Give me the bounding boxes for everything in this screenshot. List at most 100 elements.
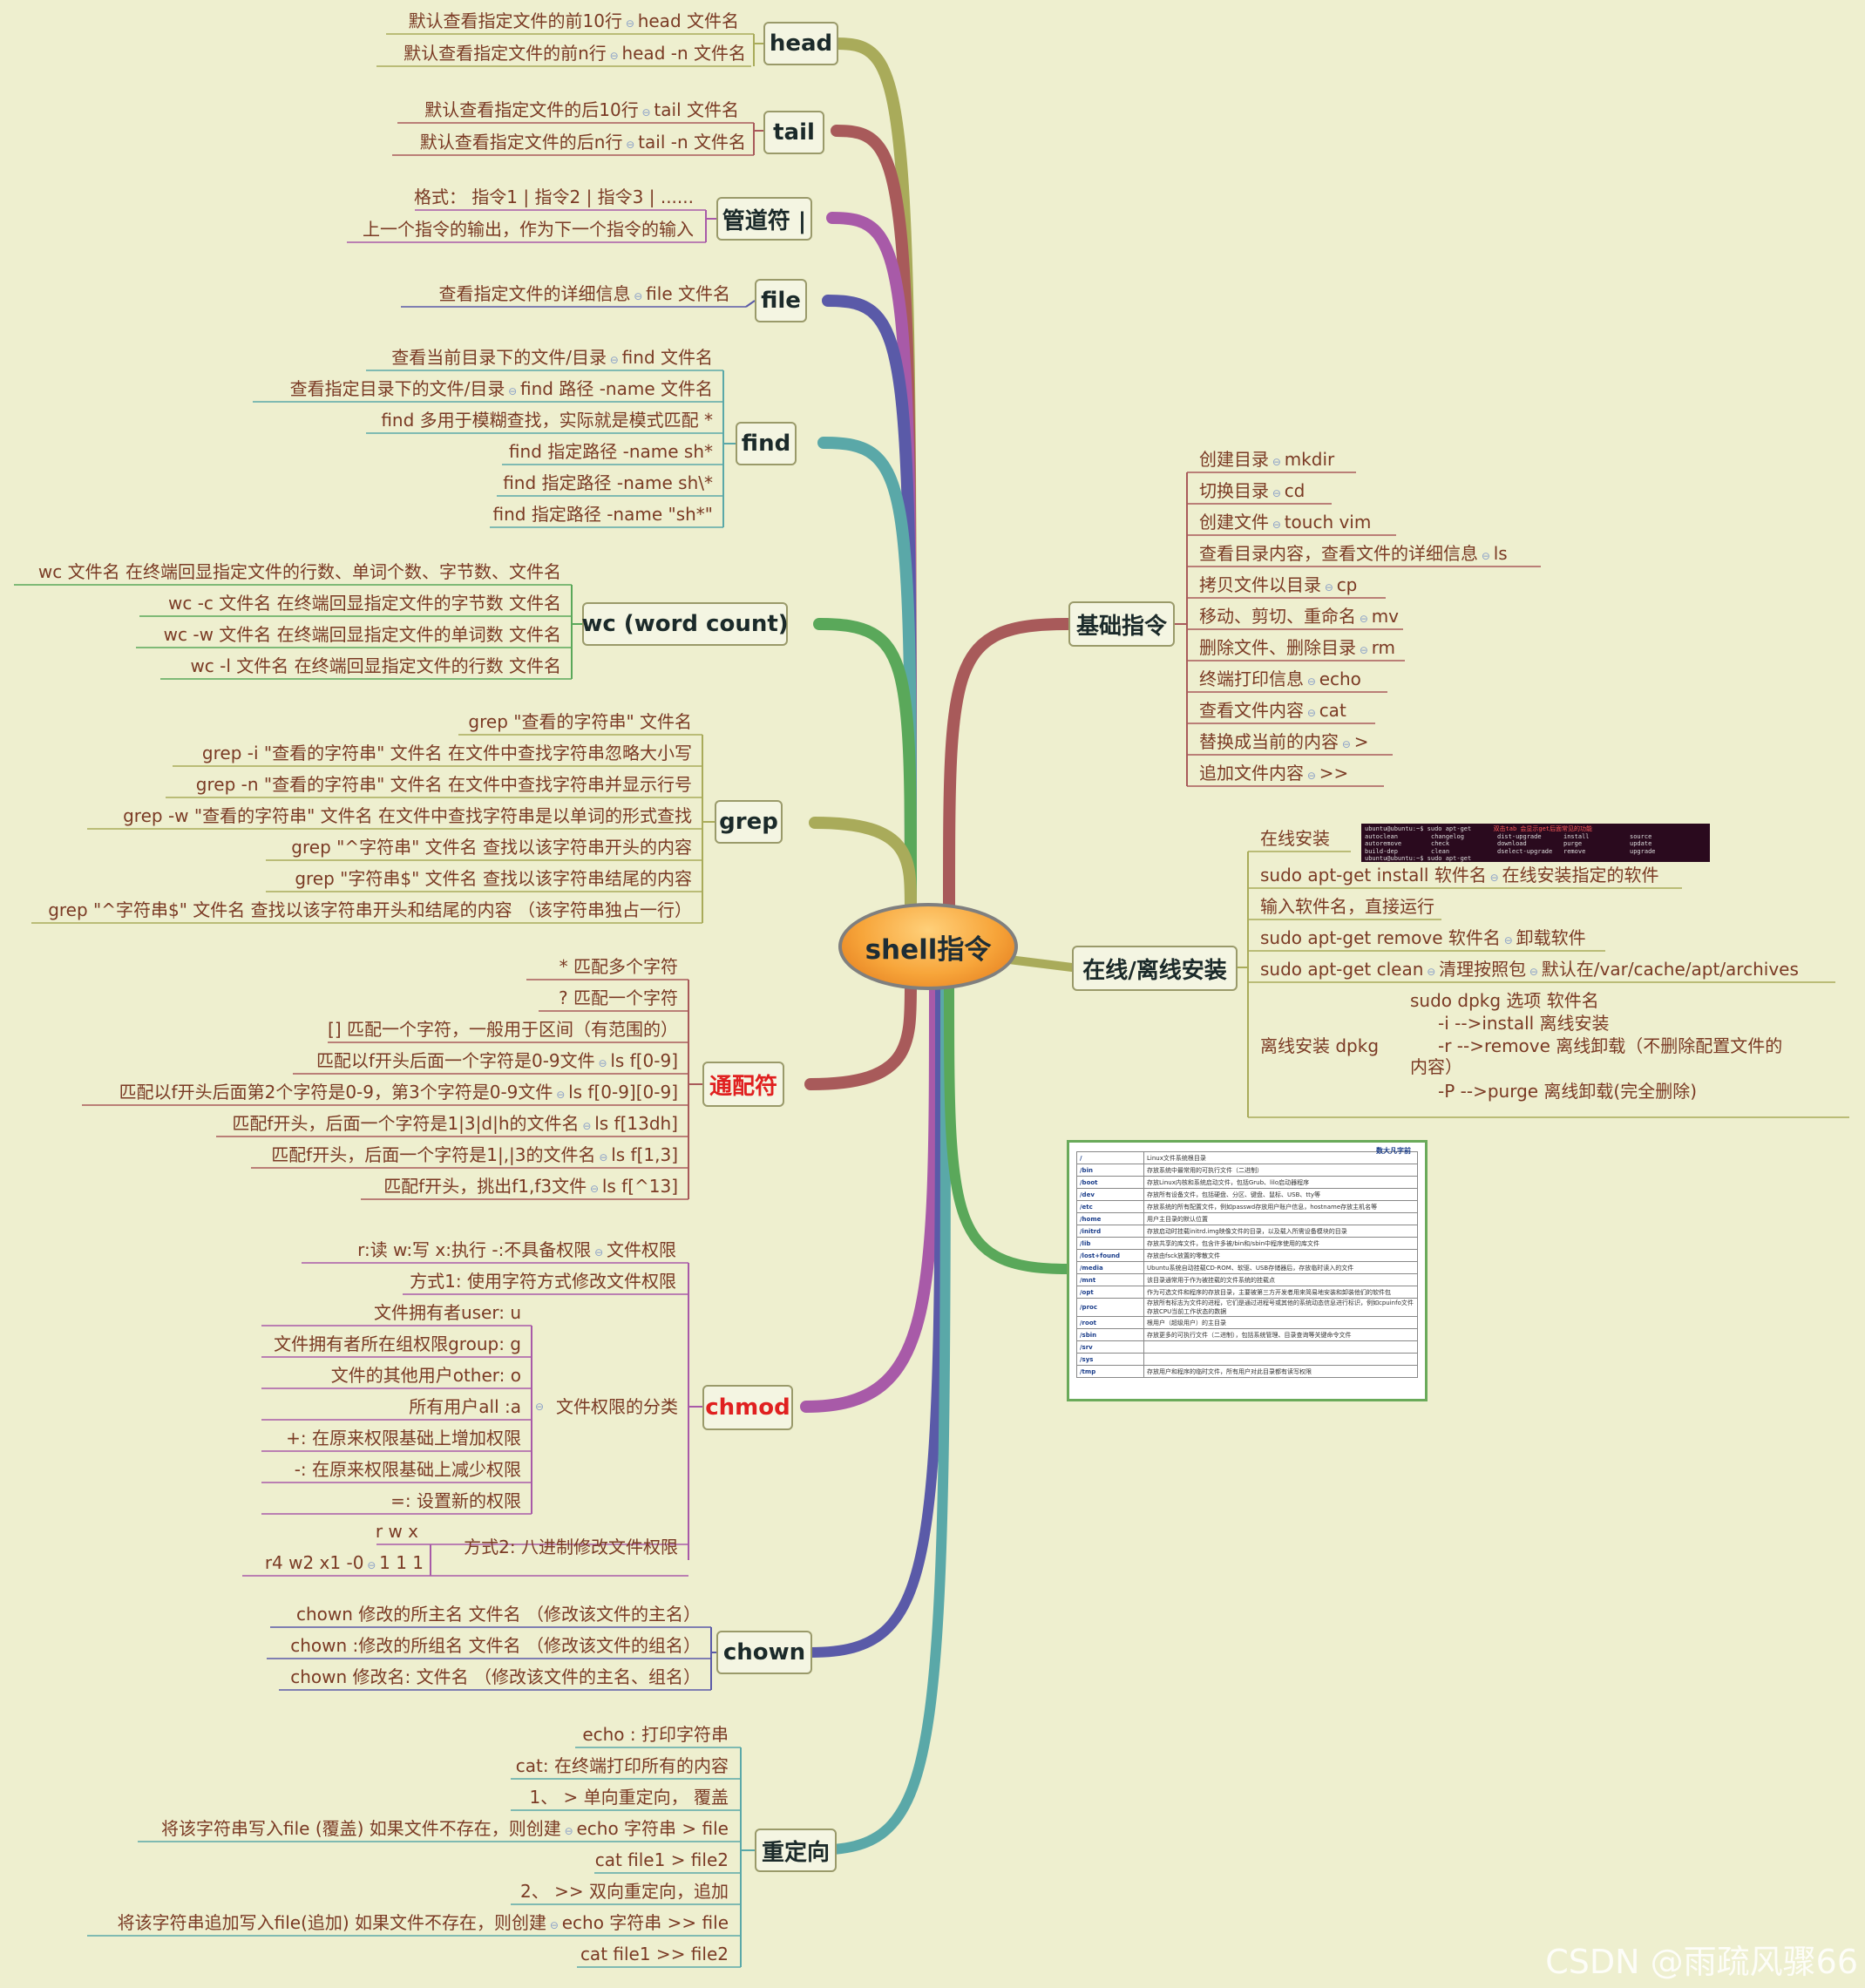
collapse-icon[interactable]: ⊖ bbox=[1526, 966, 1542, 978]
node-tail[interactable]: tail bbox=[763, 111, 824, 154]
basic-item: 创建文件 ⊖ touch vim bbox=[1199, 510, 1371, 537]
collapse-icon[interactable]: ⊖ bbox=[622, 17, 638, 30]
install-item-desc: sudo apt-get remove 软件名 bbox=[1260, 927, 1501, 948]
collapse-icon[interactable]: ⊖ bbox=[587, 1183, 602, 1195]
install-item-desc: 在线安装 bbox=[1260, 828, 1330, 849]
collapse-icon[interactable]: ⊖ bbox=[546, 1919, 562, 1931]
trunk-table bbox=[944, 980, 1073, 1274]
dir-desc-cell: 存放系统的所有配置文件，例如passwd存放用户账户信息，hostname存放主… bbox=[1143, 1200, 1418, 1213]
collapse-icon[interactable]: ⊖ bbox=[595, 1151, 612, 1164]
collapse-icon[interactable]: ⊖ bbox=[579, 1120, 595, 1132]
collapse-icon[interactable]: ⊖ bbox=[553, 1089, 569, 1101]
dir-name-cell: /etc bbox=[1076, 1200, 1144, 1213]
collapse-icon[interactable]: ⊖ bbox=[1269, 519, 1285, 531]
wildcard-item: 匹配以f开头后面一个字符是0-9文件 ⊖ ls f[0-9] bbox=[316, 1048, 678, 1075]
install-offline-line: 内容） bbox=[1410, 1056, 1462, 1077]
basic-item-desc: 查看文件内容 bbox=[1199, 700, 1304, 721]
collapse-icon[interactable]: ⊖ bbox=[1478, 550, 1494, 562]
collapse-icon[interactable]: ⊖ bbox=[1304, 675, 1319, 688]
install-item-desc: 输入软件名，直接运行 bbox=[1260, 896, 1434, 917]
wildcard-item-desc: 匹配f开头，挑出f1,f3文件 bbox=[383, 1176, 587, 1197]
wildcard-item: * 匹配多个字符 bbox=[559, 956, 678, 977]
pipe-item: 格式： 指令1 | 指令2 | 指令3 | ...... bbox=[413, 187, 694, 207]
terminal-cell: download bbox=[1497, 840, 1527, 847]
collapse-icon[interactable]: ⊖ bbox=[1356, 644, 1372, 656]
grep-item: grep -w "查看的字符串" 文件名 在文件中查找字符串是以单词的形式查找 bbox=[123, 805, 692, 826]
basic-item-cmd: rm bbox=[1371, 637, 1396, 658]
collapse-icon[interactable]: ⊖ bbox=[1423, 966, 1440, 978]
collapse-icon[interactable]: ⊖ bbox=[1356, 613, 1372, 625]
collapse-icon[interactable]: ⊖ bbox=[630, 290, 647, 302]
chmod-classify-item: 文件拥有者所在组权限group: g bbox=[274, 1333, 521, 1354]
chmod-perm-desc: r:读 w:写 x:执行 -:不具备权限 bbox=[357, 1239, 592, 1260]
trunk-wc bbox=[813, 618, 917, 913]
trunk-grep bbox=[809, 817, 917, 913]
node-redirect[interactable]: 重定向 bbox=[755, 1829, 837, 1872]
collapse-icon[interactable]: ⊖ bbox=[622, 139, 639, 151]
node-head[interactable]: head bbox=[763, 22, 838, 65]
node-file[interactable]: file bbox=[755, 279, 807, 322]
node-install[interactable]: 在线/离线安装 bbox=[1072, 946, 1238, 991]
collapse-icon[interactable]: ⊖ bbox=[1500, 934, 1516, 947]
collapse-icon[interactable]: ⊖ bbox=[1304, 770, 1319, 782]
head-item-desc: 默认查看指定文件的前n行 bbox=[404, 43, 607, 64]
trunk-chown bbox=[805, 980, 946, 1658]
dir-name-cell: /dev bbox=[1076, 1188, 1144, 1201]
table-row: /Linux文件系统根目录 bbox=[1076, 1151, 1418, 1164]
node-grep[interactable]: grep bbox=[715, 800, 783, 844]
install-item-cmd: 在线安装指定的软件 bbox=[1502, 865, 1659, 885]
wc-item: wc -c 文件名 在终端回显指定文件的字节数 文件名 bbox=[168, 593, 561, 614]
collapse-icon[interactable]: ⊖ bbox=[1269, 456, 1285, 468]
collapse-icon[interactable]: ⊖ bbox=[1269, 487, 1285, 499]
node-chown[interactable]: chown bbox=[716, 1631, 812, 1674]
collapse-icon[interactable]: ⊖ bbox=[560, 1825, 577, 1837]
collapse-icon[interactable]: ⊖ bbox=[1321, 581, 1337, 594]
basic-item-cmd: mv bbox=[1371, 606, 1400, 627]
collapse-icon[interactable]: ⊖ bbox=[535, 1401, 545, 1413]
node-wc[interactable]: wc (word count) bbox=[581, 602, 789, 646]
collapse-icon[interactable]: ⊖ bbox=[363, 1559, 380, 1571]
node-pipe[interactable]: 管道符 | bbox=[716, 197, 812, 241]
wildcard-item-desc: 匹配f开头，后面一个字符是1|3|d|h的文件名 bbox=[232, 1113, 580, 1134]
collapse-icon[interactable]: ⊖ bbox=[505, 385, 521, 397]
collapse-icon[interactable]: ⊖ bbox=[591, 1246, 607, 1259]
node-find[interactable]: find bbox=[736, 422, 797, 465]
dir-desc-cell: 该目录通常用于作为被挂载的文件系统的挂载点 bbox=[1143, 1273, 1418, 1286]
root-node[interactable]: shell指令 bbox=[838, 903, 1018, 990]
dir-desc-cell: 存放共享的库文件，包含许多被/bin和/sbin中程序使用的库文件 bbox=[1143, 1237, 1418, 1250]
dir-name-cell: /root bbox=[1076, 1316, 1144, 1329]
wildcard-item-desc: 匹配以f开头后面一个字符是0-9文件 bbox=[315, 1050, 595, 1071]
basic-item-cmd: > bbox=[1353, 731, 1369, 752]
node-chmod[interactable]: chmod bbox=[702, 1385, 793, 1430]
basic-item-desc: 移动、剪切、重命名 bbox=[1199, 606, 1356, 627]
head-item-cmd: head 文件名 bbox=[637, 10, 739, 31]
install-item: sudo apt-get remove 软件名 ⊖ 卸载软件 bbox=[1260, 926, 1586, 953]
collapse-icon[interactable]: ⊖ bbox=[606, 50, 622, 62]
chmod-way2-item: r4 w2 x1 -0 ⊖ 1 1 1 bbox=[265, 1550, 424, 1578]
collapse-icon[interactable]: ⊖ bbox=[638, 106, 654, 119]
node-basic[interactable]: 基础指令 bbox=[1068, 601, 1175, 647]
dir-desc-cell: 存放用户和程序的临时文件，所有用户对此目录都有读写权限 bbox=[1143, 1365, 1418, 1378]
wildcard-item: 匹配以f开头后面第2个字符是0-9，第3个字符是0-9文件 ⊖ ls f[0-9… bbox=[119, 1080, 678, 1107]
dir-desc-cell: 存放所有标志为文件的进程，它们是通过进程号或其他的系统动态信息进行标识，例如cp… bbox=[1143, 1298, 1418, 1317]
install-offline: 离线安装 dpkg bbox=[1260, 1034, 1379, 1058]
collapse-icon[interactable]: ⊖ bbox=[1339, 738, 1354, 750]
chmod-classify-label: 文件权限的分类 bbox=[556, 1396, 678, 1417]
collapse-icon[interactable]: ⊖ bbox=[1486, 872, 1502, 884]
node-wildcard[interactable]: 通配符 bbox=[702, 1062, 784, 1107]
basic-item-desc: 查看目录内容，查看文件的详细信息 bbox=[1199, 543, 1478, 564]
basic-item: 移动、剪切、重命名 ⊖ mv bbox=[1199, 604, 1399, 631]
collapse-icon[interactable]: ⊖ bbox=[594, 1057, 611, 1069]
terminal-cell: clean bbox=[1431, 847, 1450, 855]
wildcard-item-cmd: ls f[^13] bbox=[601, 1176, 678, 1197]
collapse-icon[interactable]: ⊖ bbox=[606, 354, 622, 366]
watermark: CSDN @雨疏风骤66 bbox=[1545, 1943, 1858, 1981]
find-item: find 多用于模糊查找，实际就是模式匹配 * bbox=[381, 410, 713, 431]
wildcard-item-cmd: ls f[0-9] bbox=[610, 1050, 678, 1071]
collapse-icon[interactable]: ⊖ bbox=[1304, 707, 1319, 719]
redirect-item: cat file1 >> file2 bbox=[580, 1944, 729, 1964]
